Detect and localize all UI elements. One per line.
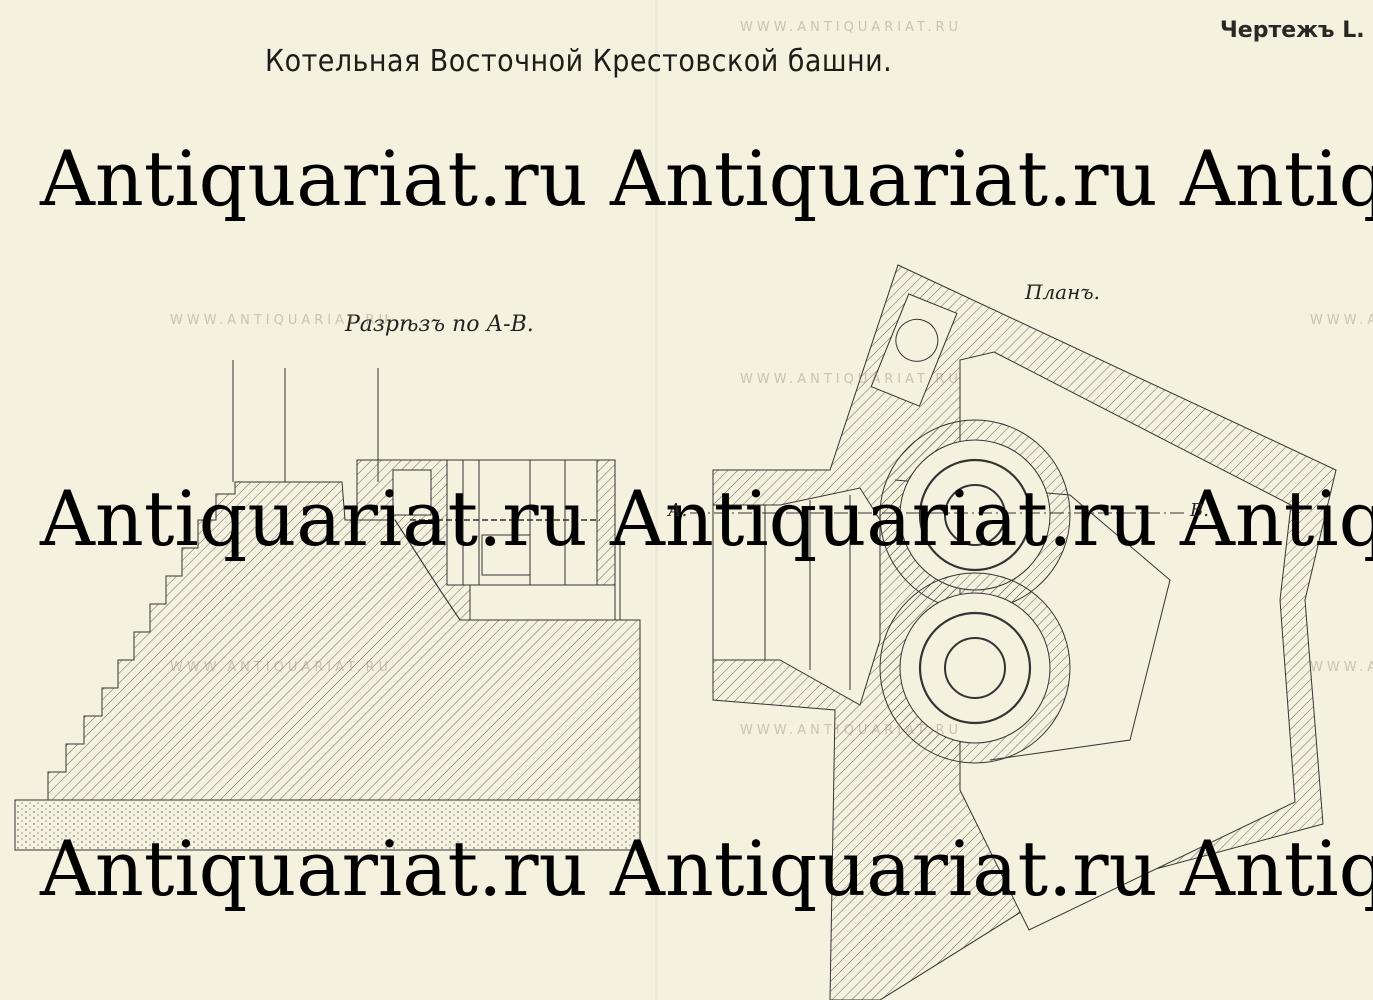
watermark-logo: Antiquariat.ru	[1179, 474, 1373, 563]
sheet-number: Чертежъ L.	[1220, 18, 1365, 43]
drawing-title: Котельная Восточной Крестовской башни.	[265, 44, 893, 79]
point-a-label: А.	[668, 500, 688, 521]
watermark-url: WWW.ANTIQUARIAT.RU	[740, 372, 963, 387]
watermark-url: WWW.ANTIQUARIAT.RU	[170, 313, 393, 328]
watermark-logo: Antiquariat.ru	[39, 474, 588, 563]
watermark-url: WWW.ANTIQUARIAT.RU	[740, 723, 963, 738]
watermark-url: WWW.ANTIQUARIAT.RU	[1310, 660, 1373, 675]
watermark-logo: Antiquariat.ru	[609, 824, 1158, 913]
watermark-logo: Antiquariat.ru	[609, 134, 1158, 223]
plan-label: Планъ.	[1025, 280, 1100, 304]
point-b-label: В.	[1190, 500, 1209, 521]
watermark-logo: Antiquariat.ru	[1179, 134, 1373, 223]
watermark-url: WWW.ANTIQUARIAT.RU	[740, 20, 963, 35]
ground-strip	[14, 799, 641, 851]
watermark-url: WWW.ANTIQUARIAT.RU	[170, 660, 393, 675]
plan-view	[690, 264, 1337, 1000]
watermark-logo: Antiquariat.ru	[39, 824, 588, 913]
section-label: Разрѣзъ по А-В.	[345, 312, 534, 337]
watermark-logo: Antiquariat.ru	[609, 474, 1158, 563]
boiler-lower	[879, 572, 1071, 764]
watermark-logo: Antiquariat.ru	[1179, 824, 1373, 913]
watermark-url: WWW.ANTIQUARIAT.RU	[1310, 313, 1373, 328]
section-view	[14, 360, 641, 851]
watermark-logo: Antiquariat.ru	[39, 134, 588, 223]
tunnel	[712, 487, 881, 706]
niche	[392, 469, 432, 516]
chimney	[870, 293, 958, 407]
boiler-upper	[879, 419, 1071, 611]
